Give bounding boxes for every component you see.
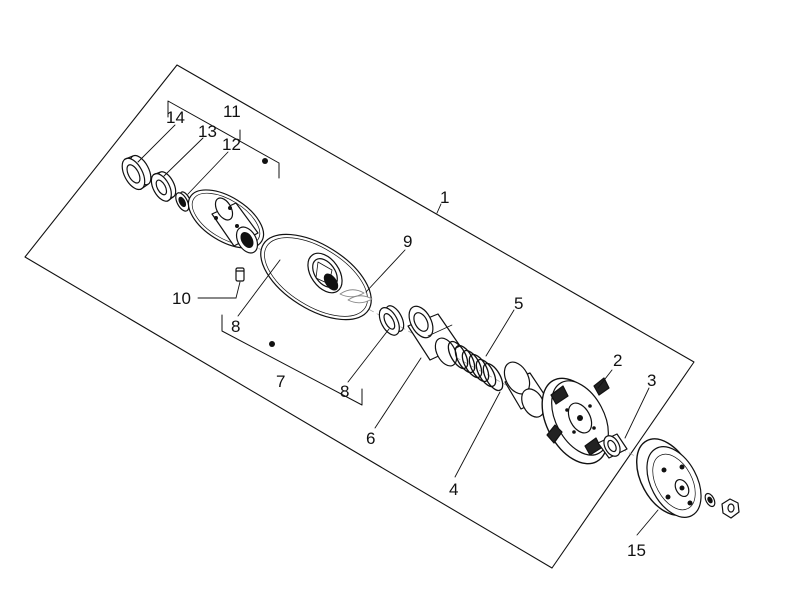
part-6-sleeve [407,305,461,367]
bracket-7-dot [269,341,275,347]
callout-5: 5 [514,294,523,313]
part-washer-small [704,492,716,508]
assembly-boundary [24,64,695,569]
movable-pulley-half [260,233,372,321]
callout-13: 13 [198,122,217,141]
callout-2: 2 [613,351,622,370]
part-13-bearing [150,171,177,202]
part-10-pin [235,267,245,282]
bracket-11-dot [262,158,268,164]
part-5-spring [447,340,504,392]
callout-12: 12 [222,135,241,154]
bracket-7 [221,314,363,406]
part-4-cup [503,361,547,418]
part-8-lower-bearing [378,305,405,336]
callout-11: 11 [223,102,241,121]
fixed-pulley-half [187,189,265,254]
part-3-washer [597,433,628,459]
callout-4: 4 [449,480,458,499]
callout-15: 15 [627,541,646,560]
callout-3: 3 [647,371,656,390]
callout-10: 10 [172,289,191,308]
leader-lines [137,124,659,536]
callout-6: 6 [366,429,375,448]
part-9-guides [339,289,373,304]
callout-7: 7 [276,372,285,391]
part-nut [721,498,740,519]
callout-14: 14 [166,108,185,127]
part-14-bearing [121,154,152,191]
callout-1: 1 [440,188,449,207]
callout-8a: 8 [231,317,240,336]
part-2-clutch [541,377,610,465]
part-15-clutch-bell [636,438,702,518]
bracket-11 [167,100,280,179]
callout-8b: 8 [340,382,349,401]
callout-9: 9 [403,232,412,251]
